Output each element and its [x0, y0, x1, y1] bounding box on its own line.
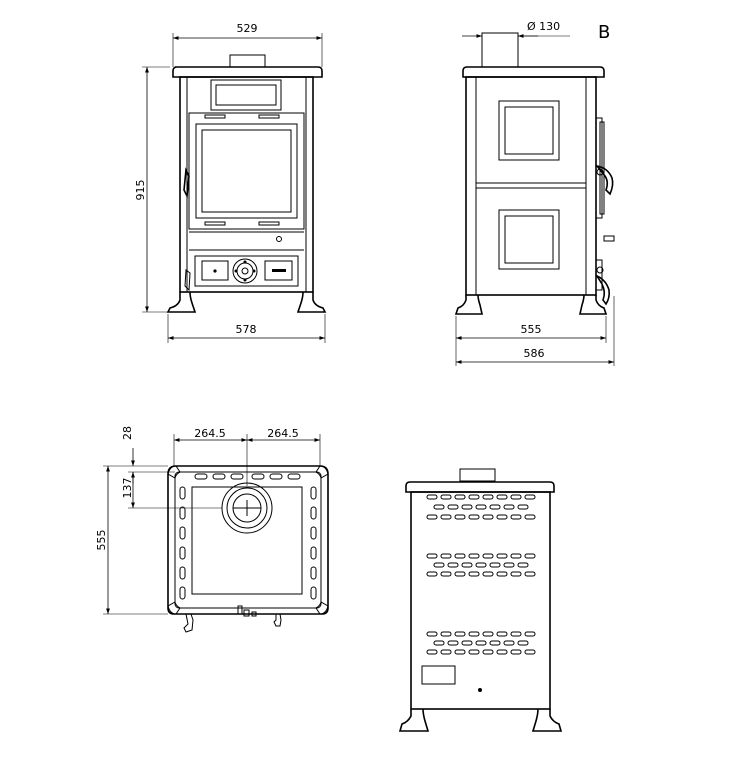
- vent-row: [426, 494, 536, 520]
- side-view: [454, 32, 615, 315]
- dim-top-setback: 28: [121, 426, 134, 440]
- dim-front-height: 915: [134, 180, 147, 201]
- view-label-b: B: [598, 22, 610, 43]
- top-view: [167, 465, 329, 633]
- dim-top-depth: 555: [95, 530, 108, 551]
- top-dimensions: 264.5 264.5 28 137 555: [95, 426, 321, 615]
- rear-view: [398, 468, 563, 732]
- dim-front-top-width: 529: [237, 22, 258, 35]
- dim-side-total-depth: 586: [524, 347, 545, 360]
- dim-side-pipe-diameter: Ø 130: [527, 20, 560, 33]
- dim-top-flue-offset: 137: [121, 478, 134, 499]
- dim-top-half-right: 264.5: [267, 427, 299, 440]
- dim-side-body-depth: 555: [521, 323, 542, 336]
- front-view: [166, 54, 327, 313]
- dim-top-half-left: 264.5: [194, 427, 226, 440]
- front-dimensions: 529 915 578: [134, 22, 326, 343]
- vent-row: [426, 631, 536, 655]
- side-dimensions: Ø 130 B 555 586: [455, 20, 615, 366]
- dim-front-base-width: 578: [236, 323, 257, 336]
- vent-row: [426, 553, 536, 577]
- rating-plate: [421, 665, 456, 685]
